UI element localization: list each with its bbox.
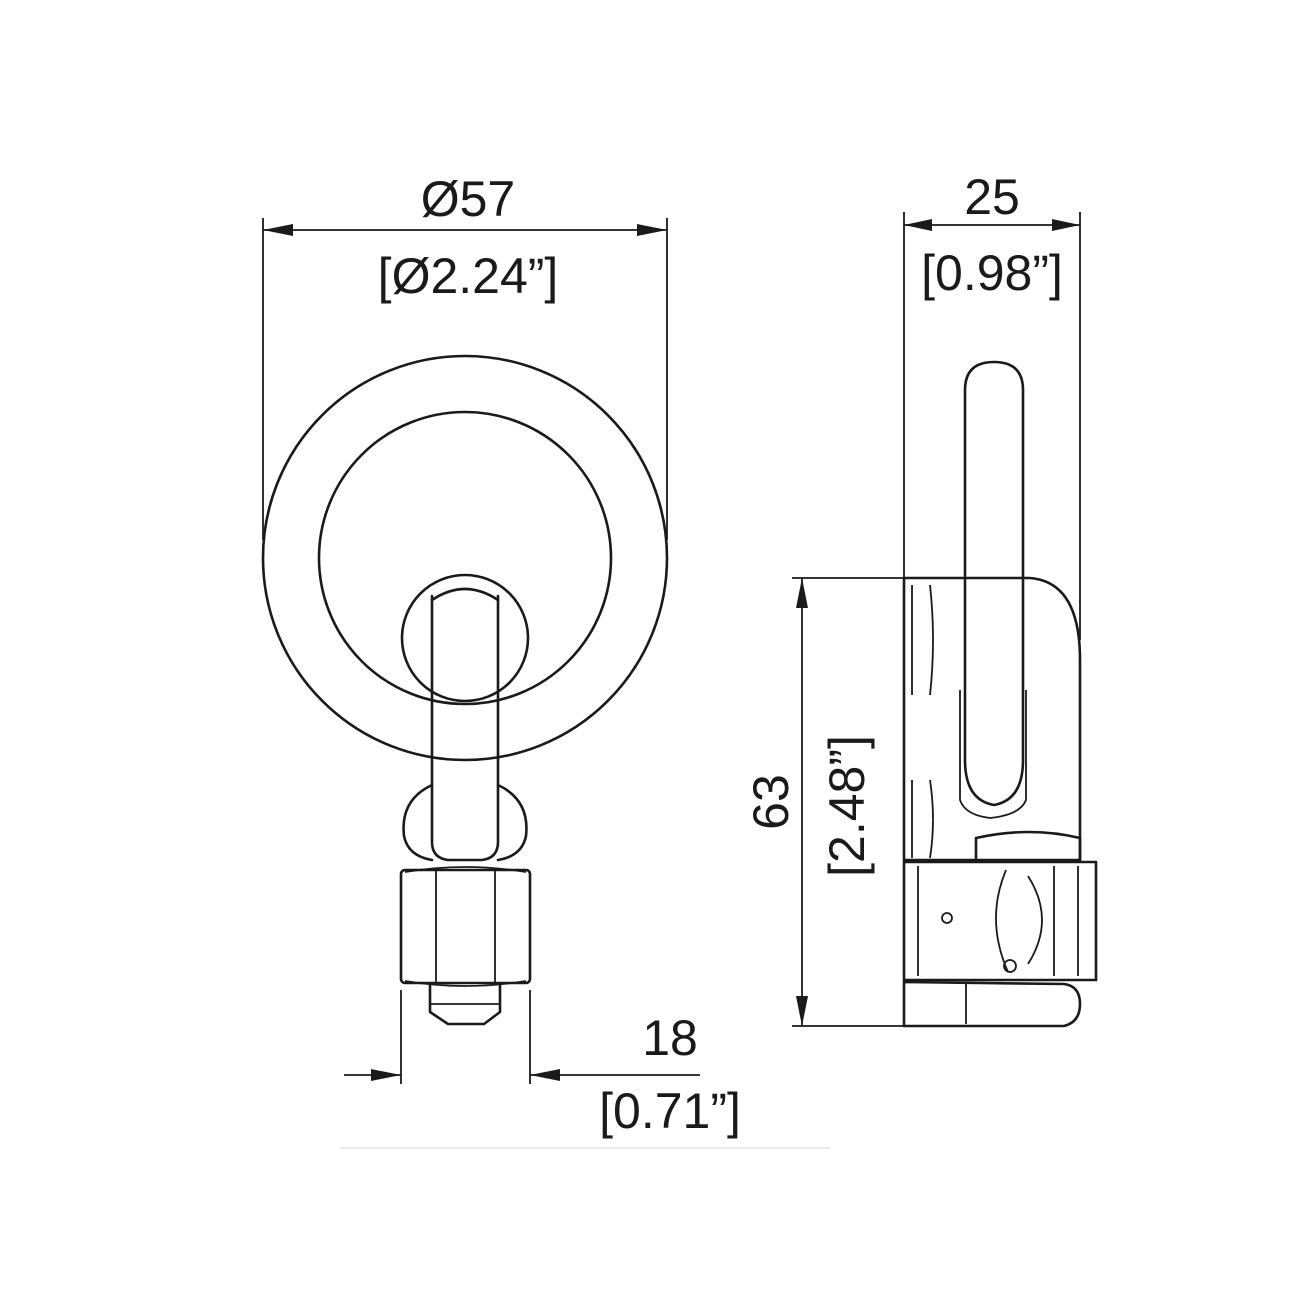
cam-arc: [995, 869, 1009, 973]
collar-right: [496, 783, 528, 862]
front-view: [261, 354, 669, 1026]
pin-dot: [1003, 959, 1017, 973]
side-view: [902, 360, 1098, 1028]
nut-width-dimension: 18 [0.71”]: [344, 990, 741, 1139]
arrow-left: [371, 1069, 401, 1081]
ring-edge: [963, 360, 1025, 807]
nut-chamfer-bottom: [404, 980, 527, 987]
swivel-hub: [400, 573, 530, 703]
ring-diameter-mm: Ø57: [421, 171, 516, 227]
swivel-block: [902, 860, 1098, 982]
collar-left: [402, 783, 434, 862]
nut-width-inch: [0.71”]: [599, 1083, 741, 1139]
shank: [430, 594, 500, 862]
ring-diameter-dimension: Ø57 [Ø2.24”]: [262, 171, 668, 540]
arrow-top: [796, 578, 808, 608]
side-width-inch: [0.98”]: [921, 245, 1063, 301]
cam-lobe: [1027, 875, 1043, 965]
nut-chamfer-top: [404, 866, 527, 873]
flange-2: [929, 584, 934, 859]
arrow-right: [637, 224, 667, 236]
arrow-right: [1052, 219, 1080, 231]
pin-hole: [941, 912, 953, 924]
arrow-right: [530, 1069, 560, 1081]
ring-outer: [261, 354, 669, 762]
arrow-left: [263, 224, 293, 236]
ring-edge-inner: [959, 690, 1027, 819]
arrow-bottom: [796, 996, 808, 1026]
base: [902, 980, 1082, 1028]
height-dimension: 63 [2.48”]: [743, 577, 904, 1027]
side-width-dimension: 25 [0.98”]: [903, 169, 1081, 640]
side-width-mm: 25: [964, 169, 1020, 225]
arrow-left: [904, 219, 932, 231]
collar-band: [974, 830, 1082, 862]
hex-nut: [399, 868, 532, 985]
body-outline: [902, 576, 1082, 862]
shank-top: [430, 587, 500, 602]
ring-diameter-inch: [Ø2.24”]: [378, 248, 559, 304]
ring-inner: [317, 410, 613, 706]
nut-width-mm: 18: [642, 1010, 698, 1066]
height-mm: 63: [743, 774, 799, 830]
height-inch: [2.48”]: [819, 735, 875, 877]
bolt-tip: [428, 983, 502, 1026]
